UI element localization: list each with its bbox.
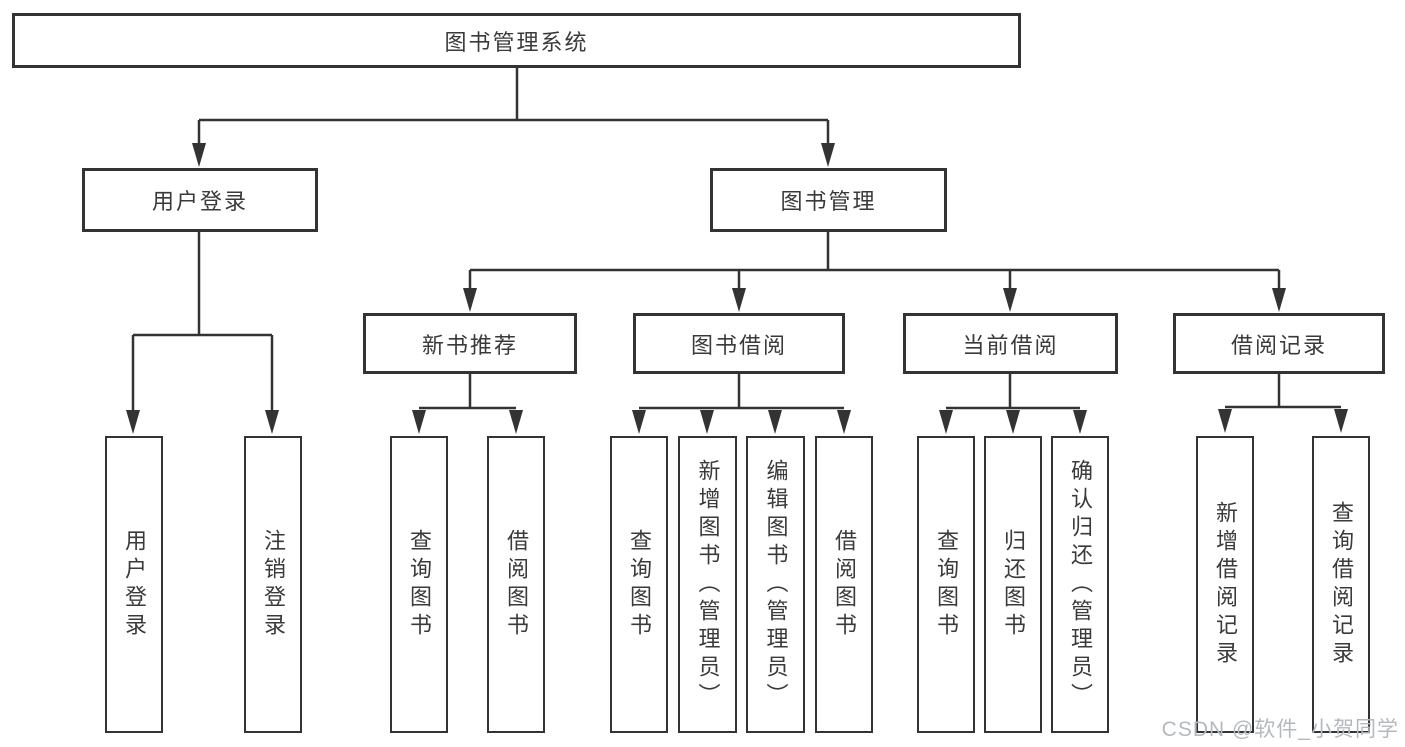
connector-root-to-level2 — [192, 68, 835, 167]
leaf-edit-books-admin: 编辑图书（管理员） — [746, 436, 805, 733]
leaf-logout: 注销登录 — [244, 436, 302, 733]
connector-user-login-to-leaves — [126, 232, 279, 434]
csdn-watermark: CSDN @软件_小贺同学 — [1161, 718, 1399, 741]
node-library-management-system: 图书管理系统 — [12, 13, 1021, 68]
node-borrowing-records: 借阅记录 — [1173, 313, 1385, 374]
leaf-confirm-return-admin: 确认归还（管理员） — [1051, 436, 1109, 733]
node-current-borrowing: 当前借阅 — [903, 313, 1118, 374]
connector-borrowing-records-to-leaves — [1218, 373, 1348, 433]
connector-book-management-to-level3 — [463, 232, 1286, 312]
connector-new-book-recommend-to-leaves — [412, 373, 523, 434]
leaf-query-borrow-record: 查询借阅记录 — [1312, 436, 1370, 733]
leaf-add-borrow-record: 新增借阅记录 — [1196, 436, 1254, 733]
node-book-borrowing: 图书借阅 — [633, 313, 845, 374]
leaf-borrow-books: 借阅图书 — [815, 436, 873, 733]
leaf-borrow-books-recommend: 借阅图书 — [487, 436, 545, 733]
leaf-return-books: 归还图书 — [984, 436, 1042, 733]
node-user-login: 用户登录 — [82, 168, 318, 232]
connector-book-borrowing-to-leaves — [632, 373, 851, 434]
leaf-query-books-current: 查询图书 — [917, 436, 975, 733]
leaf-add-books-admin: 新增图书（管理员） — [678, 436, 737, 733]
connector-current-borrowing-to-leaves — [939, 373, 1087, 434]
leaf-user-login: 用户登录 — [105, 436, 163, 733]
node-new-book-recommend: 新书推荐 — [363, 313, 577, 374]
node-book-management: 图书管理 — [710, 168, 947, 232]
leaf-query-books-borrowing: 查询图书 — [610, 436, 668, 733]
leaf-query-books-recommend: 查询图书 — [390, 436, 448, 733]
